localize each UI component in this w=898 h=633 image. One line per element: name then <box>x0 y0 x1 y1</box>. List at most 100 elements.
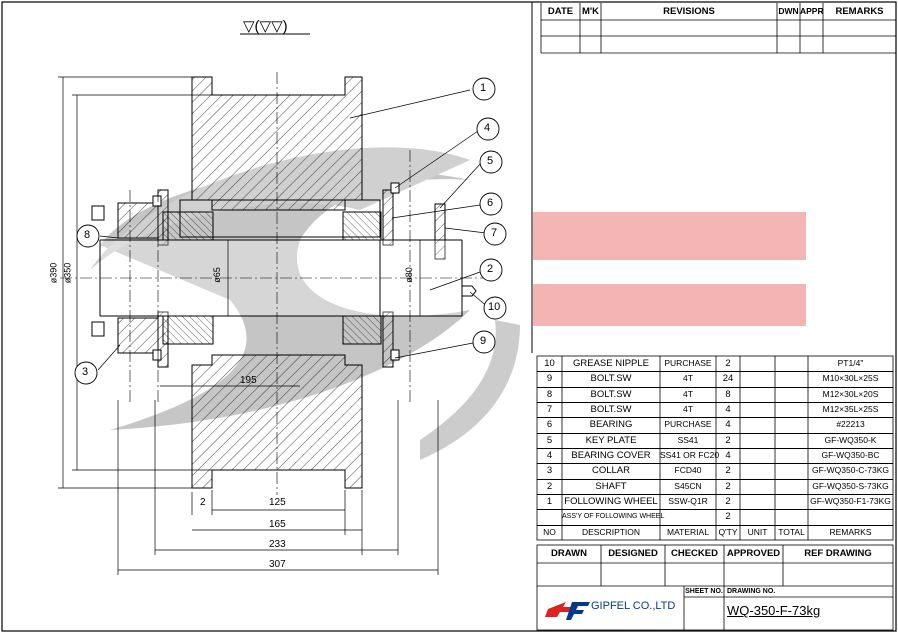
bom-header-qty: Q'TY <box>718 526 738 537</box>
bom-cell-desc: COLLAR <box>591 465 630 477</box>
bom-cell-total <box>775 463 808 478</box>
bom-cell-remarks: #22213 <box>836 419 865 430</box>
rev-header-date: DATE <box>547 6 574 17</box>
bom-cell-desc: ASS'Y OF FOLLOWING WHEEL <box>562 513 665 521</box>
bom-header-desc: DESCRIPTION <box>581 526 641 537</box>
balloon-4: 4 <box>484 122 491 134</box>
dim-diameter-80: ø80 <box>403 267 414 283</box>
tb-approved: APPROVED <box>726 548 781 559</box>
bom-cell-unit <box>740 417 775 432</box>
bom-cell-remarks: M12×35L×25S <box>822 404 879 414</box>
dim-195: 195 <box>240 375 257 386</box>
balloon-circles <box>74 77 507 385</box>
surface-finish-text: ▽(▽▽) <box>243 18 288 35</box>
bom-header-total: TOTAL <box>778 526 805 537</box>
bom-cell-no: 4 <box>546 450 553 461</box>
rev-header-appr: APPR <box>800 6 824 16</box>
bom-cell-total <box>775 417 808 432</box>
bom-cell-mat: 4T <box>683 404 693 414</box>
bom-cell-unit <box>740 479 775 494</box>
leader-lines <box>97 89 489 371</box>
bom-cell-qty: 8 <box>725 388 731 400</box>
bom-cell-qty: 2 <box>725 496 731 507</box>
bom-cell-unit <box>740 509 775 524</box>
bom-cell-mat: PURCHASE <box>664 358 712 368</box>
revision-table-grid <box>540 3 896 54</box>
bom-cell-remarks: GF-WQ350-S-73KG <box>812 480 889 491</box>
tb-drawn: DRAWN <box>551 548 587 559</box>
dim-307: 307 <box>269 559 286 570</box>
company-logo <box>545 602 590 620</box>
balloon-8: 8 <box>84 229 91 241</box>
bom-cell-unit <box>740 494 775 509</box>
bom-cell-desc: FOLLOWING WHEEL <box>564 496 658 507</box>
bom-cell-mat: PURCHASE <box>664 419 712 430</box>
bom-cell-no <box>537 509 562 524</box>
bom-header-mat: MATERIAL <box>667 526 709 537</box>
bom-cell-desc: BOLT.SW <box>590 404 632 415</box>
bom-cell-no: 10 <box>544 358 555 369</box>
revision-table: DATE M'K REVISIONS DWN APPR REMARKS <box>541 3 896 53</box>
bom-row: ASS'Y OF FOLLOWING WHEEL 2 <box>537 509 893 526</box>
bom-cell-remarks: M12×30L×20S <box>822 388 879 399</box>
bom-cell-remarks: GF-WQ350-K <box>824 434 877 445</box>
bom-cell-qty: 4 <box>725 404 731 415</box>
bom-cell-no: 2 <box>546 480 553 492</box>
bom-cell-no: 5 <box>546 434 553 446</box>
bom-header-remarks: REMARKS <box>829 526 872 537</box>
bom-cell-remarks: GF-WQ350-BC <box>821 450 880 460</box>
tb-sheet-no-label: SHEET NO. <box>685 588 723 595</box>
bom-cell-unit <box>740 371 775 386</box>
bom-row: 1 FOLLOWING WHEEL SSW-Q1R 2 GF-WQ350-F1-73KG <box>537 494 893 511</box>
bom-cell-mat: SSW-Q1R <box>668 496 708 506</box>
bom-cell-no: 1 <box>546 496 553 507</box>
balloon-3: 3 <box>82 366 89 378</box>
bom-cell-mat: 4T <box>683 388 693 399</box>
bom-cell-unit <box>740 387 775 402</box>
bom-cell-no: 6 <box>546 419 553 431</box>
bom-cell-total <box>775 371 808 386</box>
bom-cell-total <box>775 387 808 402</box>
bom-cell-unit <box>740 356 775 371</box>
drawing-number: WQ-350-F-73kg <box>727 603 821 618</box>
bom-cell-qty: 2 <box>725 358 731 369</box>
dimension-lines <box>58 76 439 575</box>
title-block: DRAWN DESIGNED CHECKED APPROVED REF DRAW… <box>537 545 893 630</box>
balloon-10: 10 <box>488 301 501 313</box>
bom-cell-mat <box>660 509 716 524</box>
bom-cell-remarks: PT1/4" <box>837 358 864 368</box>
dim-165: 165 <box>269 519 286 530</box>
bom-cell-qty: 2 <box>725 511 731 523</box>
dim-2: 2 <box>200 497 206 508</box>
bom-cell-qty: 2 <box>725 434 731 446</box>
dim-233: 233 <box>269 539 286 550</box>
center-lines <box>60 72 490 495</box>
bom-cell-remarks: M10×30L×25S <box>822 373 879 384</box>
bom-cell-desc: BEARING COVER <box>571 450 651 461</box>
bom-cell-desc: KEY PLATE <box>585 434 637 446</box>
tb-drawing-no-label: DRAWING NO. <box>727 588 776 595</box>
tb-designed: DESIGNED <box>608 548 658 559</box>
bom-cell-no: 8 <box>546 388 553 400</box>
bom-cell-desc: BOLT.SW <box>590 373 632 385</box>
title-block-grid <box>536 544 894 631</box>
bom-cell-no: 3 <box>546 465 553 477</box>
bom-cell-unit <box>740 433 775 448</box>
bom-cell-remarks: GF-WQ350-F1-73KG <box>810 496 891 506</box>
balloon-2: 2 <box>487 263 494 275</box>
bom-cell-total <box>775 433 808 448</box>
balloon-6: 6 <box>487 197 494 209</box>
rev-header-remarks: REMARKS <box>835 6 884 17</box>
dim-125: 125 <box>269 497 286 508</box>
bom-cell-qty: 4 <box>725 419 731 431</box>
dim-diameter-390: ø390 <box>48 262 59 284</box>
bom-cell-mat: FCD40 <box>674 465 702 476</box>
